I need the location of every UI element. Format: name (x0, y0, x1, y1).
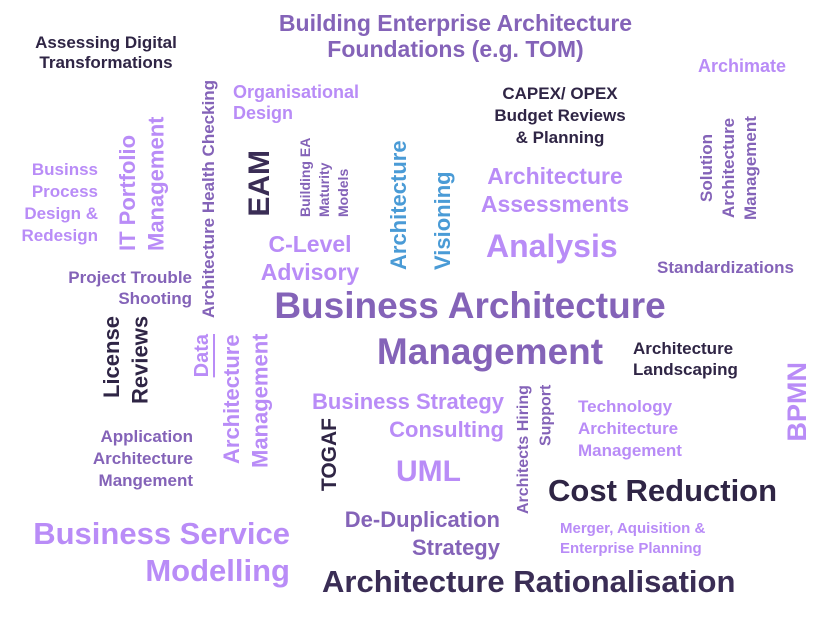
word-line: Architecture (386, 140, 411, 270)
word-line: Enterprise Planning (560, 539, 702, 557)
word-line: Organisational (233, 82, 360, 102)
word-line: Design (233, 102, 294, 123)
word-line: Business Service (33, 516, 290, 551)
word-line: Models (334, 168, 351, 217)
word-application-architecture-management: Application Architecture Mangement (60, 426, 193, 492)
word-line: Technology (578, 397, 673, 416)
word-line: Shooting (118, 289, 192, 309)
word-line: Architecture (487, 163, 623, 189)
word-line[interactable]: Data (191, 334, 213, 378)
word-assessing-digital-transformations: Assessing Digital Transformations (20, 33, 192, 72)
word-line: Building Enterprise Architecture (278, 10, 633, 36)
word-architecture-landscaping: Architecture Landscaping (633, 338, 738, 381)
word-architecture-health-checking: Architecture Health Checking (199, 40, 219, 318)
word-line: Architecture (719, 117, 739, 219)
word-de-duplication-strategy: De-Duplication Strategy (300, 506, 500, 561)
word-line: Consulting (389, 416, 504, 442)
word-project-trouble-shooting: Project Trouble Shooting (40, 267, 192, 310)
word-license-reviews: License Reviews (98, 316, 155, 416)
word-it-portfolio-management: IT Portfolio Management (114, 85, 171, 251)
word-architects-hiring-support: Architects Hiring Support (513, 385, 558, 543)
word-uml: UML (396, 455, 461, 490)
word-line: Project Trouble (68, 268, 192, 287)
word-line: Design & (24, 204, 98, 224)
word-technology-architecture-management: Technology Architecture Management (578, 396, 682, 462)
word-line: Solution (697, 134, 716, 202)
word-line: Architecture (219, 334, 244, 464)
word-line: Advisory (260, 258, 360, 285)
word-c-level-advisory: C-Level Advisory (252, 231, 368, 286)
word-line: Assessments (480, 190, 630, 217)
word-line: EAM (243, 150, 276, 217)
word-togaf: TOGAF (318, 418, 342, 491)
word-line: Building EA (297, 137, 313, 217)
word-line: Redesign (21, 226, 98, 246)
word-building-ea-maturity-models: Building EA Maturity Models (296, 125, 353, 217)
word-line: Archimate (698, 56, 787, 76)
word-bpmn: BPMN (782, 362, 813, 442)
word-line: Merger, Aquisition & (560, 520, 706, 537)
word-organisational-design: Organisational Design (233, 82, 359, 123)
word-line: BPMN (782, 362, 812, 442)
word-line: Assessing Digital (35, 33, 177, 52)
word-line: CAPEX/ OPEX (502, 84, 618, 103)
word-line: Architecture Rationalisation (322, 564, 736, 599)
word-visioning: Visioning (430, 160, 455, 270)
word-line: Analysis (486, 228, 618, 264)
word-line: Architecture (578, 419, 679, 439)
word-line: UML (396, 455, 461, 488)
word-line: Foundations (e.g. TOM) (327, 36, 584, 63)
word-line: License (99, 316, 124, 398)
word-business-architecture-management: Business Architecture Management (240, 283, 700, 376)
word-line: Management (247, 334, 273, 469)
word-architecture-management-vertical: Architecture Management (218, 334, 275, 500)
word-archimate: Archimate (698, 56, 786, 77)
word-merger-aquisition: Merger, Aquisition & Enterprise Planning (560, 519, 705, 558)
word-line: Budget Reviews (494, 106, 626, 126)
word-architecture-assessments: Architecture Assessments (470, 163, 640, 218)
word-business-service-modelling: Business Service Modelling (0, 515, 290, 589)
word-line: Transformations (39, 52, 173, 72)
word-line: Business Architecture (274, 285, 666, 326)
word-line: Businss (31, 160, 98, 179)
word-line: TOGAF (318, 418, 341, 492)
word-line: Management (143, 116, 169, 251)
word-business-strategy-consulting: Business Strategy Consulting (280, 388, 504, 443)
word-line: Business Strategy (312, 389, 504, 414)
word-analysis: Analysis (486, 228, 618, 265)
word-line: Process (31, 182, 98, 202)
word-line: Standardizations (657, 258, 794, 277)
word-eam: EAM (243, 150, 278, 217)
word-line: Strategy (411, 534, 500, 560)
word-line: Mangement (98, 471, 193, 491)
word-standardizations: Standardizations (657, 258, 794, 278)
word-line: Maturity (315, 162, 332, 217)
word-cost-reduction: Cost Reduction (548, 473, 777, 509)
word-line: & Planning (515, 128, 605, 148)
word-line: C-Level (268, 231, 352, 257)
word-line: Architecture (92, 449, 193, 469)
word-line: Cost Reduction (548, 473, 778, 508)
word-line: IT Portfolio (115, 134, 140, 251)
word-solution-architecture-management: Solution Architecture Management (696, 103, 762, 233)
word-line: Modelling (145, 553, 290, 589)
word-capex-opex: CAPEX/ OPEX Budget Reviews & Planning (480, 83, 640, 149)
word-line: Management (741, 116, 761, 220)
word-line: Visioning (430, 171, 455, 270)
word-line: Reviews (127, 316, 153, 405)
word-building-enterprise-architecture: Building Enterprise Architecture Foundat… (258, 10, 653, 63)
word-architecture-blue: Architecture (386, 120, 411, 270)
word-line: Support (537, 385, 555, 447)
word-line: Architecture Health Checking (199, 79, 218, 318)
word-line: Management (376, 331, 604, 373)
word-line: Architecture (633, 339, 734, 358)
word-line: Architects Hiring (515, 385, 532, 514)
word-line: Management (578, 441, 682, 461)
word-architecture-rationalisation: Architecture Rationalisation (322, 564, 735, 600)
word-line: De-Duplication (344, 507, 500, 532)
word-line: Application (100, 427, 193, 446)
word-business-process-design: Businss Process Design & Redesign (0, 159, 98, 247)
word-data[interactable]: Data (191, 334, 214, 377)
word-line: Landscaping (633, 360, 738, 380)
